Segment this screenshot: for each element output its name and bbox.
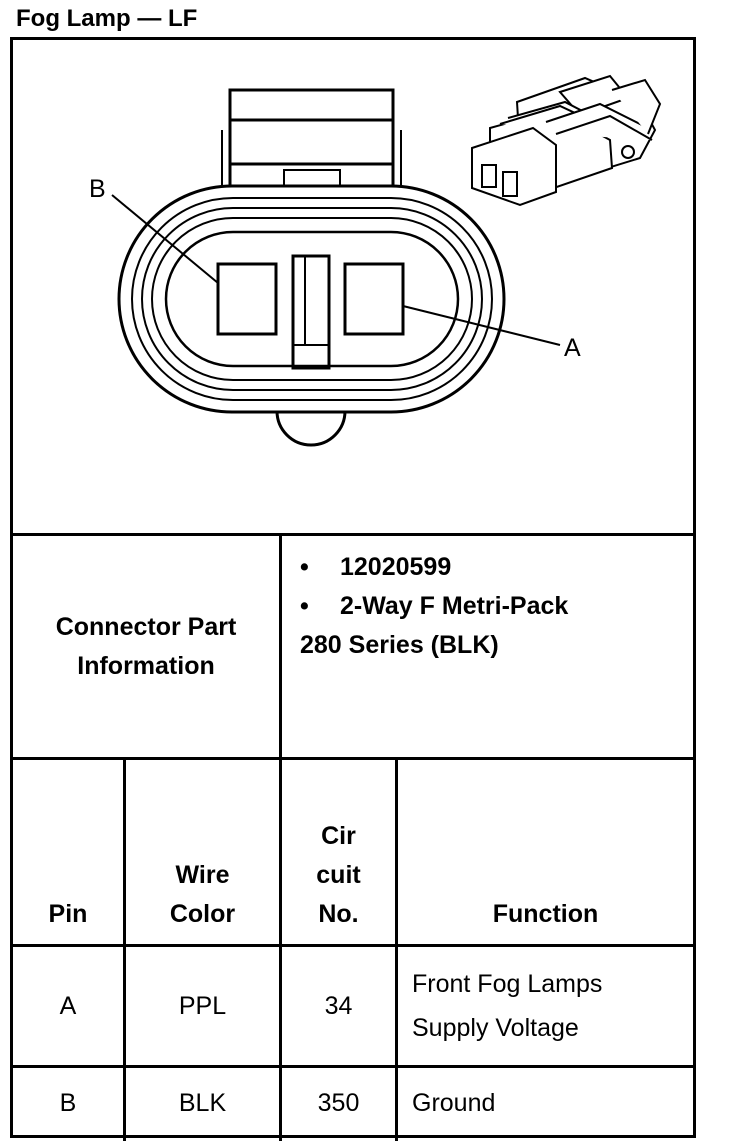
terminal-a — [343, 262, 405, 336]
key-tab — [275, 410, 347, 447]
divider-header-bottom — [13, 944, 693, 947]
connector-inner-oval — [164, 230, 460, 368]
part-series: 280 Series (BLK) — [300, 631, 499, 659]
divider-col-part — [279, 533, 282, 1141]
header-function: Function — [492, 900, 599, 928]
divider-col-pin — [123, 757, 126, 1141]
divider-col-circuit — [395, 757, 398, 1141]
callout-b-leader — [111, 194, 219, 284]
row-a-circuit: 34 — [324, 992, 353, 1020]
center-key — [291, 254, 331, 370]
callout-b-label: B — [89, 175, 106, 203]
row-a-color: PPL — [178, 992, 227, 1020]
divider-row-a — [13, 1065, 693, 1068]
part-number-item: •12020599 — [300, 548, 693, 587]
row-b-color: BLK — [178, 1089, 227, 1117]
row-b-function: Ground — [412, 1089, 496, 1117]
part-info-label-line2: Information — [77, 651, 215, 680]
page-title: Fog Lamp — LF — [16, 5, 198, 32]
row-a-function: Front Fog Lamps Supply Voltage — [412, 970, 603, 1042]
part-type-item: •2-Way F Metri-Pack — [300, 587, 693, 626]
connector-3d-view — [471, 74, 662, 207]
connector-diagram: B A — [89, 74, 662, 447]
connector-outer-oval — [117, 184, 506, 414]
terminal-b — [216, 262, 278, 336]
part-type: 2-Way F Metri-Pack — [340, 592, 569, 620]
divider-table-header — [13, 757, 693, 760]
part-number: 12020599 — [340, 553, 452, 581]
row-b-pin: B — [59, 1089, 77, 1117]
header-circuit: Cir cuit No. — [316, 822, 361, 928]
connector-card: Connector Part Information •12020599 •2-… — [10, 37, 696, 1141]
callout-a-leader — [402, 305, 561, 346]
row-a-pin: A — [59, 992, 77, 1020]
part-info-label: Connector Part Information — [13, 536, 279, 757]
header-pin: Pin — [48, 900, 88, 928]
divider-part-info — [13, 533, 693, 536]
part-info-value: •12020599 •2-Way F Metri-Pack 280 Series… — [282, 536, 693, 757]
part-info-label-line1: Connector Part — [55, 612, 237, 641]
callout-a-label: A — [564, 334, 581, 362]
header-wire-color: Wire Color — [169, 861, 236, 928]
row-b-circuit: 350 — [317, 1089, 360, 1117]
